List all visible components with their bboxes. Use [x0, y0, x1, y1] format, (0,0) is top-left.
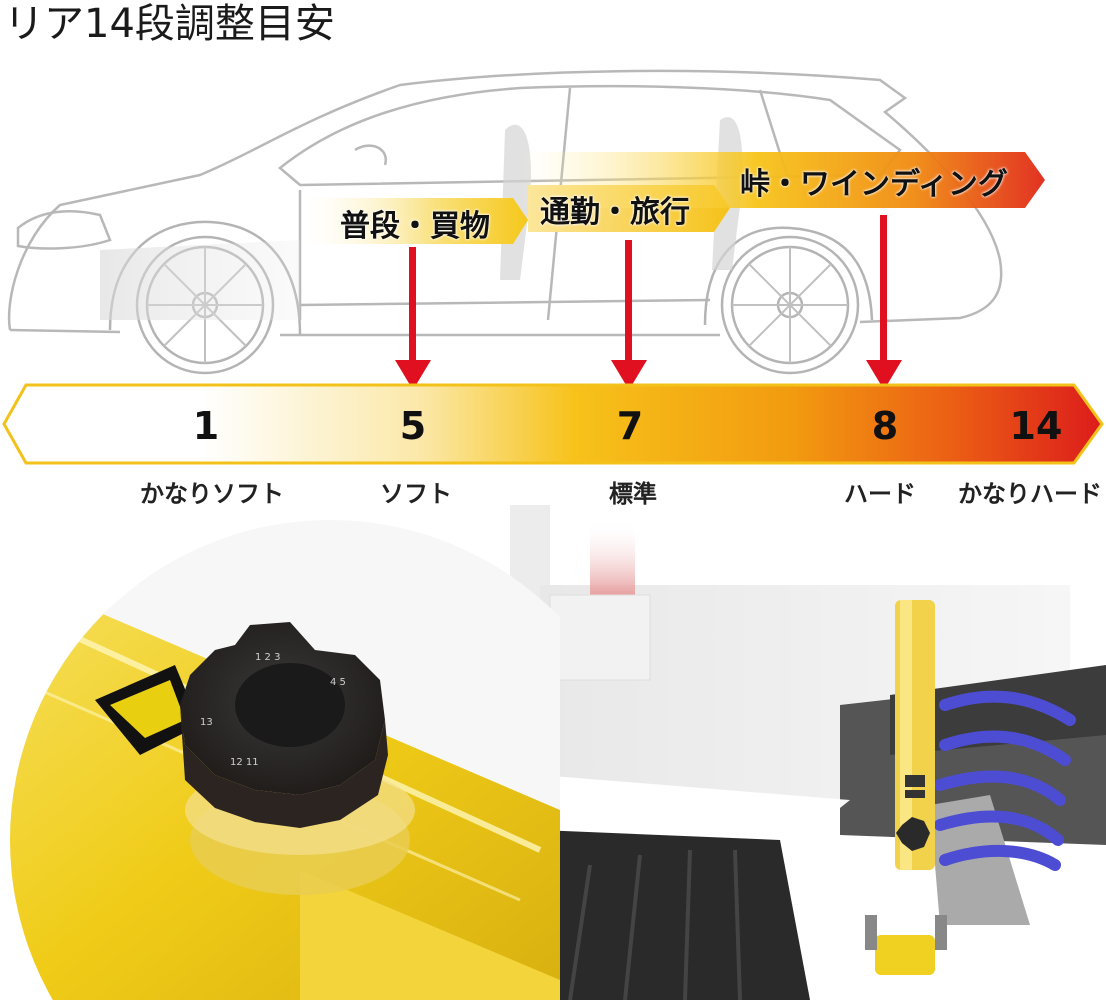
scale-label-hard: ハード	[844, 480, 916, 508]
usage-label-daily: 普段・買物	[340, 209, 490, 244]
arrow-commute-line	[625, 240, 632, 362]
arrow-winding-line	[880, 215, 887, 362]
rear-suspension-photo	[510, 505, 1106, 1000]
scale-value-5: 5	[399, 404, 427, 448]
scale-label-very-hard: かなりハード	[958, 480, 1102, 508]
page-title: リア14段調整目安	[4, 1, 335, 47]
svg-text:1 2 3: 1 2 3	[255, 652, 280, 663]
usage-range-daily: 普段・買物	[340, 200, 490, 246]
usage-band-arrows	[300, 152, 1045, 244]
scale-label-standard: 標準	[609, 480, 657, 508]
usage-label-commute: 通勤・旅行	[540, 195, 690, 230]
arrow-daily-line	[409, 247, 416, 362]
scale-value-7: 7	[616, 404, 644, 448]
svg-text:12 11: 12 11	[230, 757, 259, 768]
adjustment-knob-closeup-photo: 1 2 3 4 5 13 12 11	[10, 520, 560, 1000]
scale-label-soft: ソフト	[380, 480, 452, 508]
scale-value-1: 1	[192, 404, 220, 448]
svg-text:4 5: 4 5	[330, 677, 346, 688]
scale-value-8: 8	[871, 404, 899, 448]
scale-value-14: 14	[1009, 404, 1063, 448]
usage-range-commute: 通勤・旅行	[540, 186, 690, 232]
usage-label-winding: 峠・ワインディング	[740, 167, 1008, 202]
svg-text:13: 13	[200, 717, 213, 728]
adjustment-scale-bar	[2, 383, 1104, 465]
usage-range-winding: 峠・ワインディング	[740, 158, 1008, 204]
scale-label-very-soft: かなりソフト	[140, 480, 284, 508]
